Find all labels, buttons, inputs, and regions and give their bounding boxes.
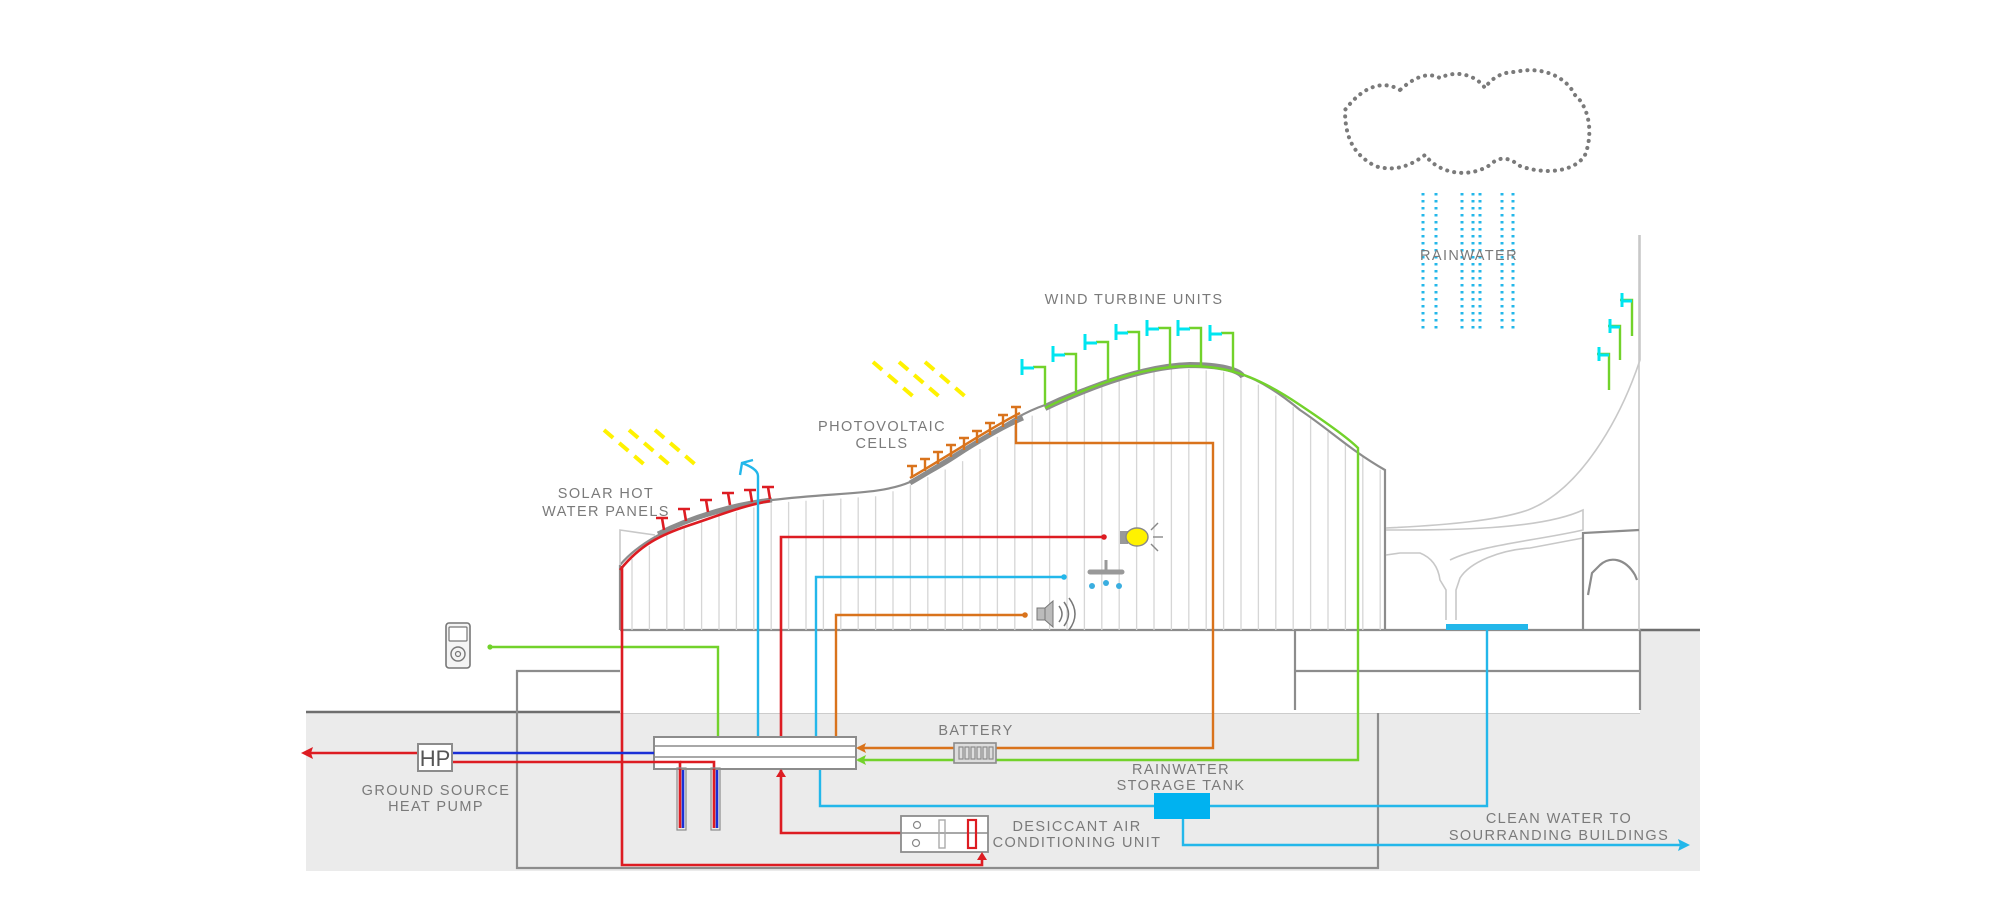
wind-turbine — [1114, 324, 1141, 370]
hp-arrow — [301, 747, 313, 759]
label-tank-1: RAINWATER — [1132, 762, 1230, 778]
speaker-line — [834, 613, 1025, 737]
vent-pipe — [741, 461, 760, 745]
shower-icon — [1087, 560, 1125, 589]
label-solar-hot-2: WATER PANELS — [542, 504, 670, 520]
media-endpoint — [487, 644, 493, 650]
wind-turbine-icon — [1020, 320, 1235, 405]
neighbour-block — [1581, 528, 1640, 630]
wind-turbine — [1145, 320, 1172, 366]
shower-pipe — [814, 575, 1064, 737]
manifold-red-arrow — [776, 769, 786, 777]
neighbour-block-arch — [1586, 558, 1639, 596]
hot-water-to-light — [779, 535, 1104, 737]
label-tank-2: STORAGE TANK — [1117, 778, 1246, 794]
ac-arrow — [977, 852, 987, 860]
neighbour-canopy — [1385, 508, 1584, 561]
vent-arrow — [738, 458, 754, 476]
wind-turbine — [1208, 325, 1235, 371]
orange-arrow — [856, 743, 866, 753]
desiccant-return — [779, 770, 905, 835]
clean-water-arrow — [1678, 839, 1690, 851]
roof-outline — [619, 364, 1387, 630]
labels: SOLAR HOT WATER PANELS PHOTOVOLTAIC CELL… — [362, 248, 1669, 851]
neighbour-arches — [1385, 537, 1584, 620]
pv-power-line — [858, 420, 1215, 750]
label-wind: WIND TURBINE UNITS — [1045, 292, 1224, 308]
rain-collector-pipe — [818, 630, 1489, 808]
label-gshp-2: HEAT PUMP — [388, 799, 484, 815]
shower-endpoint — [1061, 574, 1067, 580]
label-gshp-1: GROUND SOURCE — [362, 783, 511, 799]
label-clean-water-1: CLEAN WATER TO — [1486, 811, 1632, 827]
label-rainwater: RAINWATER — [1420, 248, 1518, 264]
pv-cell-icon — [907, 405, 1024, 486]
label-solar-hot-1: SOLAR HOT — [558, 486, 654, 502]
media-player-icon — [445, 622, 471, 669]
rain-collector — [1446, 624, 1528, 630]
wind-turbine — [1020, 359, 1047, 405]
basement-outline — [515, 669, 1380, 870]
label-battery: BATTERY — [938, 723, 1013, 739]
cloud-icon — [1342, 68, 1592, 175]
bore-1 — [676, 767, 687, 831]
wall-studs — [631, 369, 1381, 630]
wind-turbine — [1083, 334, 1110, 380]
media-power-line — [490, 645, 720, 737]
heat-pump-icon: HP — [417, 743, 453, 772]
green-arrow — [856, 755, 866, 765]
neighbour-curve — [1385, 235, 1641, 529]
clean-water-pipe — [1181, 818, 1680, 847]
tower-turbines — [1597, 293, 1634, 390]
wind-turbine — [1176, 320, 1203, 366]
label-clean-water-2: SOURRANDING BUILDINGS — [1449, 828, 1669, 844]
ac-unit-icon — [900, 815, 989, 853]
storage-tank-icon — [1154, 793, 1210, 819]
battery-icon — [953, 742, 997, 764]
speaker-icon — [1036, 597, 1076, 631]
rain-icon — [1421, 193, 1515, 330]
bore-2 — [710, 767, 721, 831]
ground-loop-2 — [680, 760, 716, 828]
label-pv-1: PHOTOVOLTAIC — [818, 419, 946, 435]
manifold — [653, 736, 857, 770]
wind-turbine — [1051, 346, 1078, 392]
speaker-endpoint — [1022, 612, 1028, 618]
ground-area-right — [1640, 630, 1700, 713]
light-bulb-icon — [1120, 522, 1163, 552]
left-canopy — [619, 529, 656, 565]
wind-turbine-array — [858, 361, 1360, 762]
light-endpoint — [1101, 534, 1107, 540]
plinth-outline — [620, 628, 1642, 710]
label-pv-2: CELLS — [856, 436, 909, 452]
sun-rays-icon — [602, 360, 969, 468]
hp-label: HP — [420, 746, 451, 771]
label-desiccant-2: CONDITIONING UNIT — [993, 835, 1162, 851]
label-desiccant-1: DESICCANT AIR — [1012, 819, 1141, 835]
